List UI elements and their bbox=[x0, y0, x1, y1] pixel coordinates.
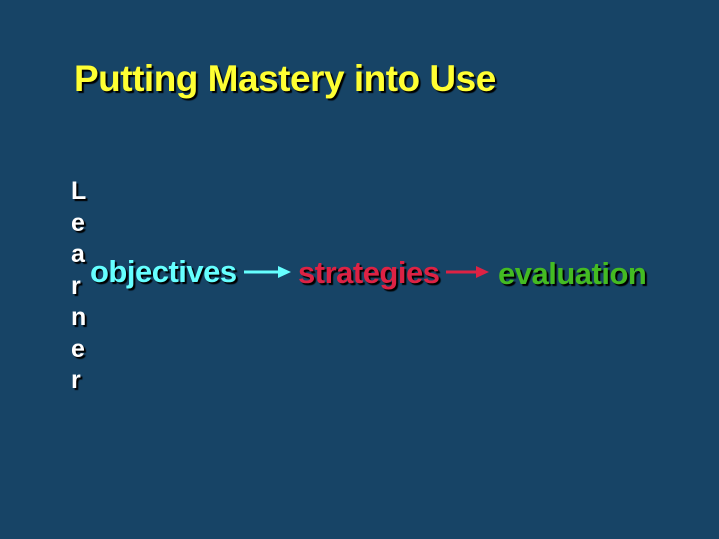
arrow-right-icon bbox=[244, 266, 291, 278]
learner-letter: L bbox=[71, 177, 87, 205]
flow-step-objectives: objectives bbox=[90, 254, 237, 289]
arrow-right-icon bbox=[446, 266, 489, 278]
learner-letter: r bbox=[71, 271, 81, 300]
learner-letter: r bbox=[71, 366, 81, 394]
learner-letter: n bbox=[71, 303, 87, 331]
learner-letter: e bbox=[71, 208, 85, 237]
learner-letter: e bbox=[71, 334, 85, 363]
learner-letter: a bbox=[71, 240, 85, 268]
flow-step-strategies: strategies bbox=[298, 255, 440, 290]
slide-title: Putting Mastery into Use bbox=[74, 58, 496, 99]
flow-step-evaluation: evaluation bbox=[498, 256, 647, 291]
learner-vertical-label: L e a r n e r bbox=[71, 176, 91, 397]
